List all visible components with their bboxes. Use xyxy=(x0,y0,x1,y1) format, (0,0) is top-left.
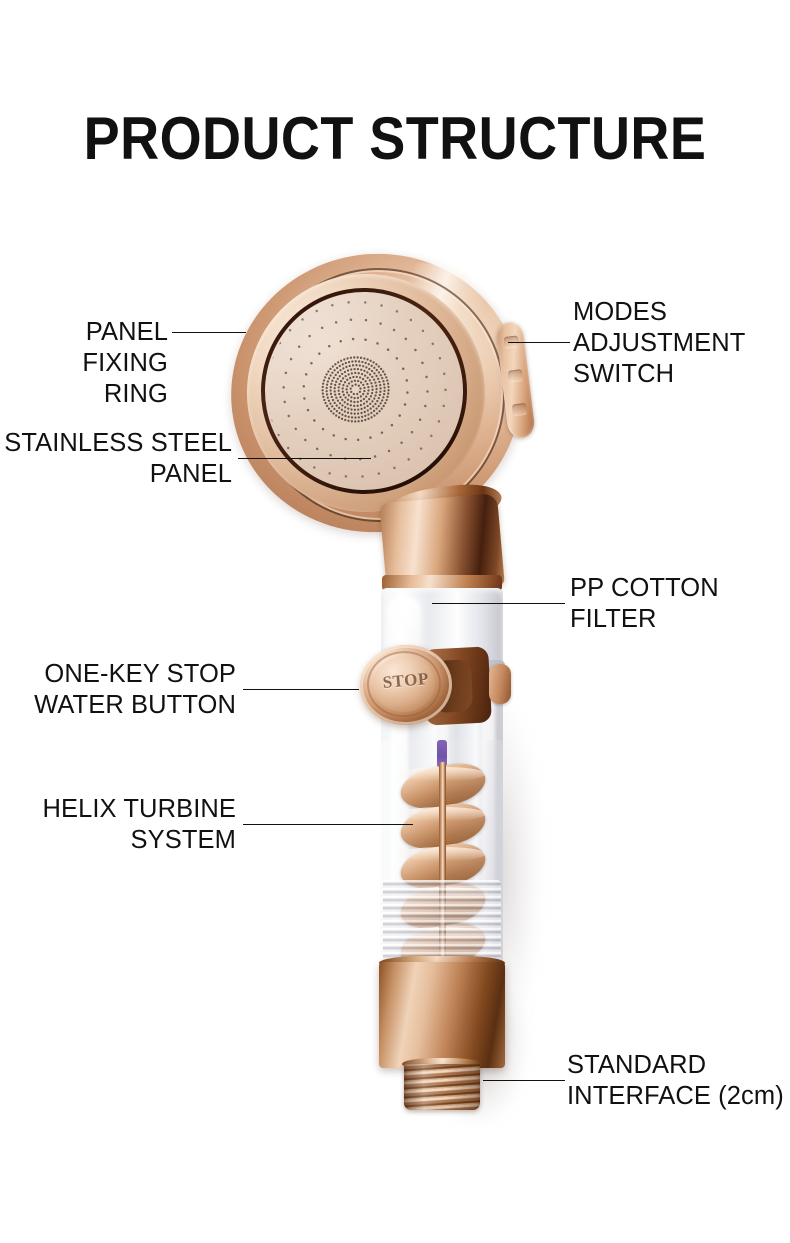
leader-line-pp-cotton-filter xyxy=(432,603,565,604)
handle-ribbed-section xyxy=(383,880,501,966)
leader-line-stainless-steel-panel xyxy=(238,458,371,459)
standard-interface-part xyxy=(404,1064,480,1110)
leader-line-standard-interface xyxy=(483,1080,565,1081)
mode-icon-3 xyxy=(511,402,527,416)
callout-label-stainless-steel-panel: STAINLESS STEEL PANEL xyxy=(4,429,232,488)
callout-label-helix-turbine-system: HELIX TURBINE SYSTEM xyxy=(42,795,236,854)
callout-label-pp-cotton-filter: PP COTTON FILTER xyxy=(570,574,719,633)
neck-collar xyxy=(382,575,502,591)
leader-line-one-key-stop-water-button xyxy=(243,689,359,690)
page-title: PRODUCT STRUCTURE xyxy=(83,105,707,172)
leader-line-helix-turbine-system xyxy=(243,824,413,825)
callout-label-modes-adjustment-switch: MODES ADJUSTMENT SWITCH xyxy=(573,298,746,388)
callout-label-standard-interface: STANDARD INTERFACE (2cm) xyxy=(567,1051,784,1110)
callout-label-one-key-stop-water-button: ONE-KEY STOP WATER BUTTON xyxy=(34,660,236,719)
leader-line-panel-fixing-ring xyxy=(172,332,246,333)
base-collar xyxy=(379,962,505,1068)
leader-line-modes-adjustment-switch xyxy=(508,342,570,343)
mode-icon-2 xyxy=(507,369,523,382)
callout-label-panel-fixing-ring: PANEL FIXING RING xyxy=(82,318,168,408)
handle-side-tab xyxy=(489,664,511,704)
